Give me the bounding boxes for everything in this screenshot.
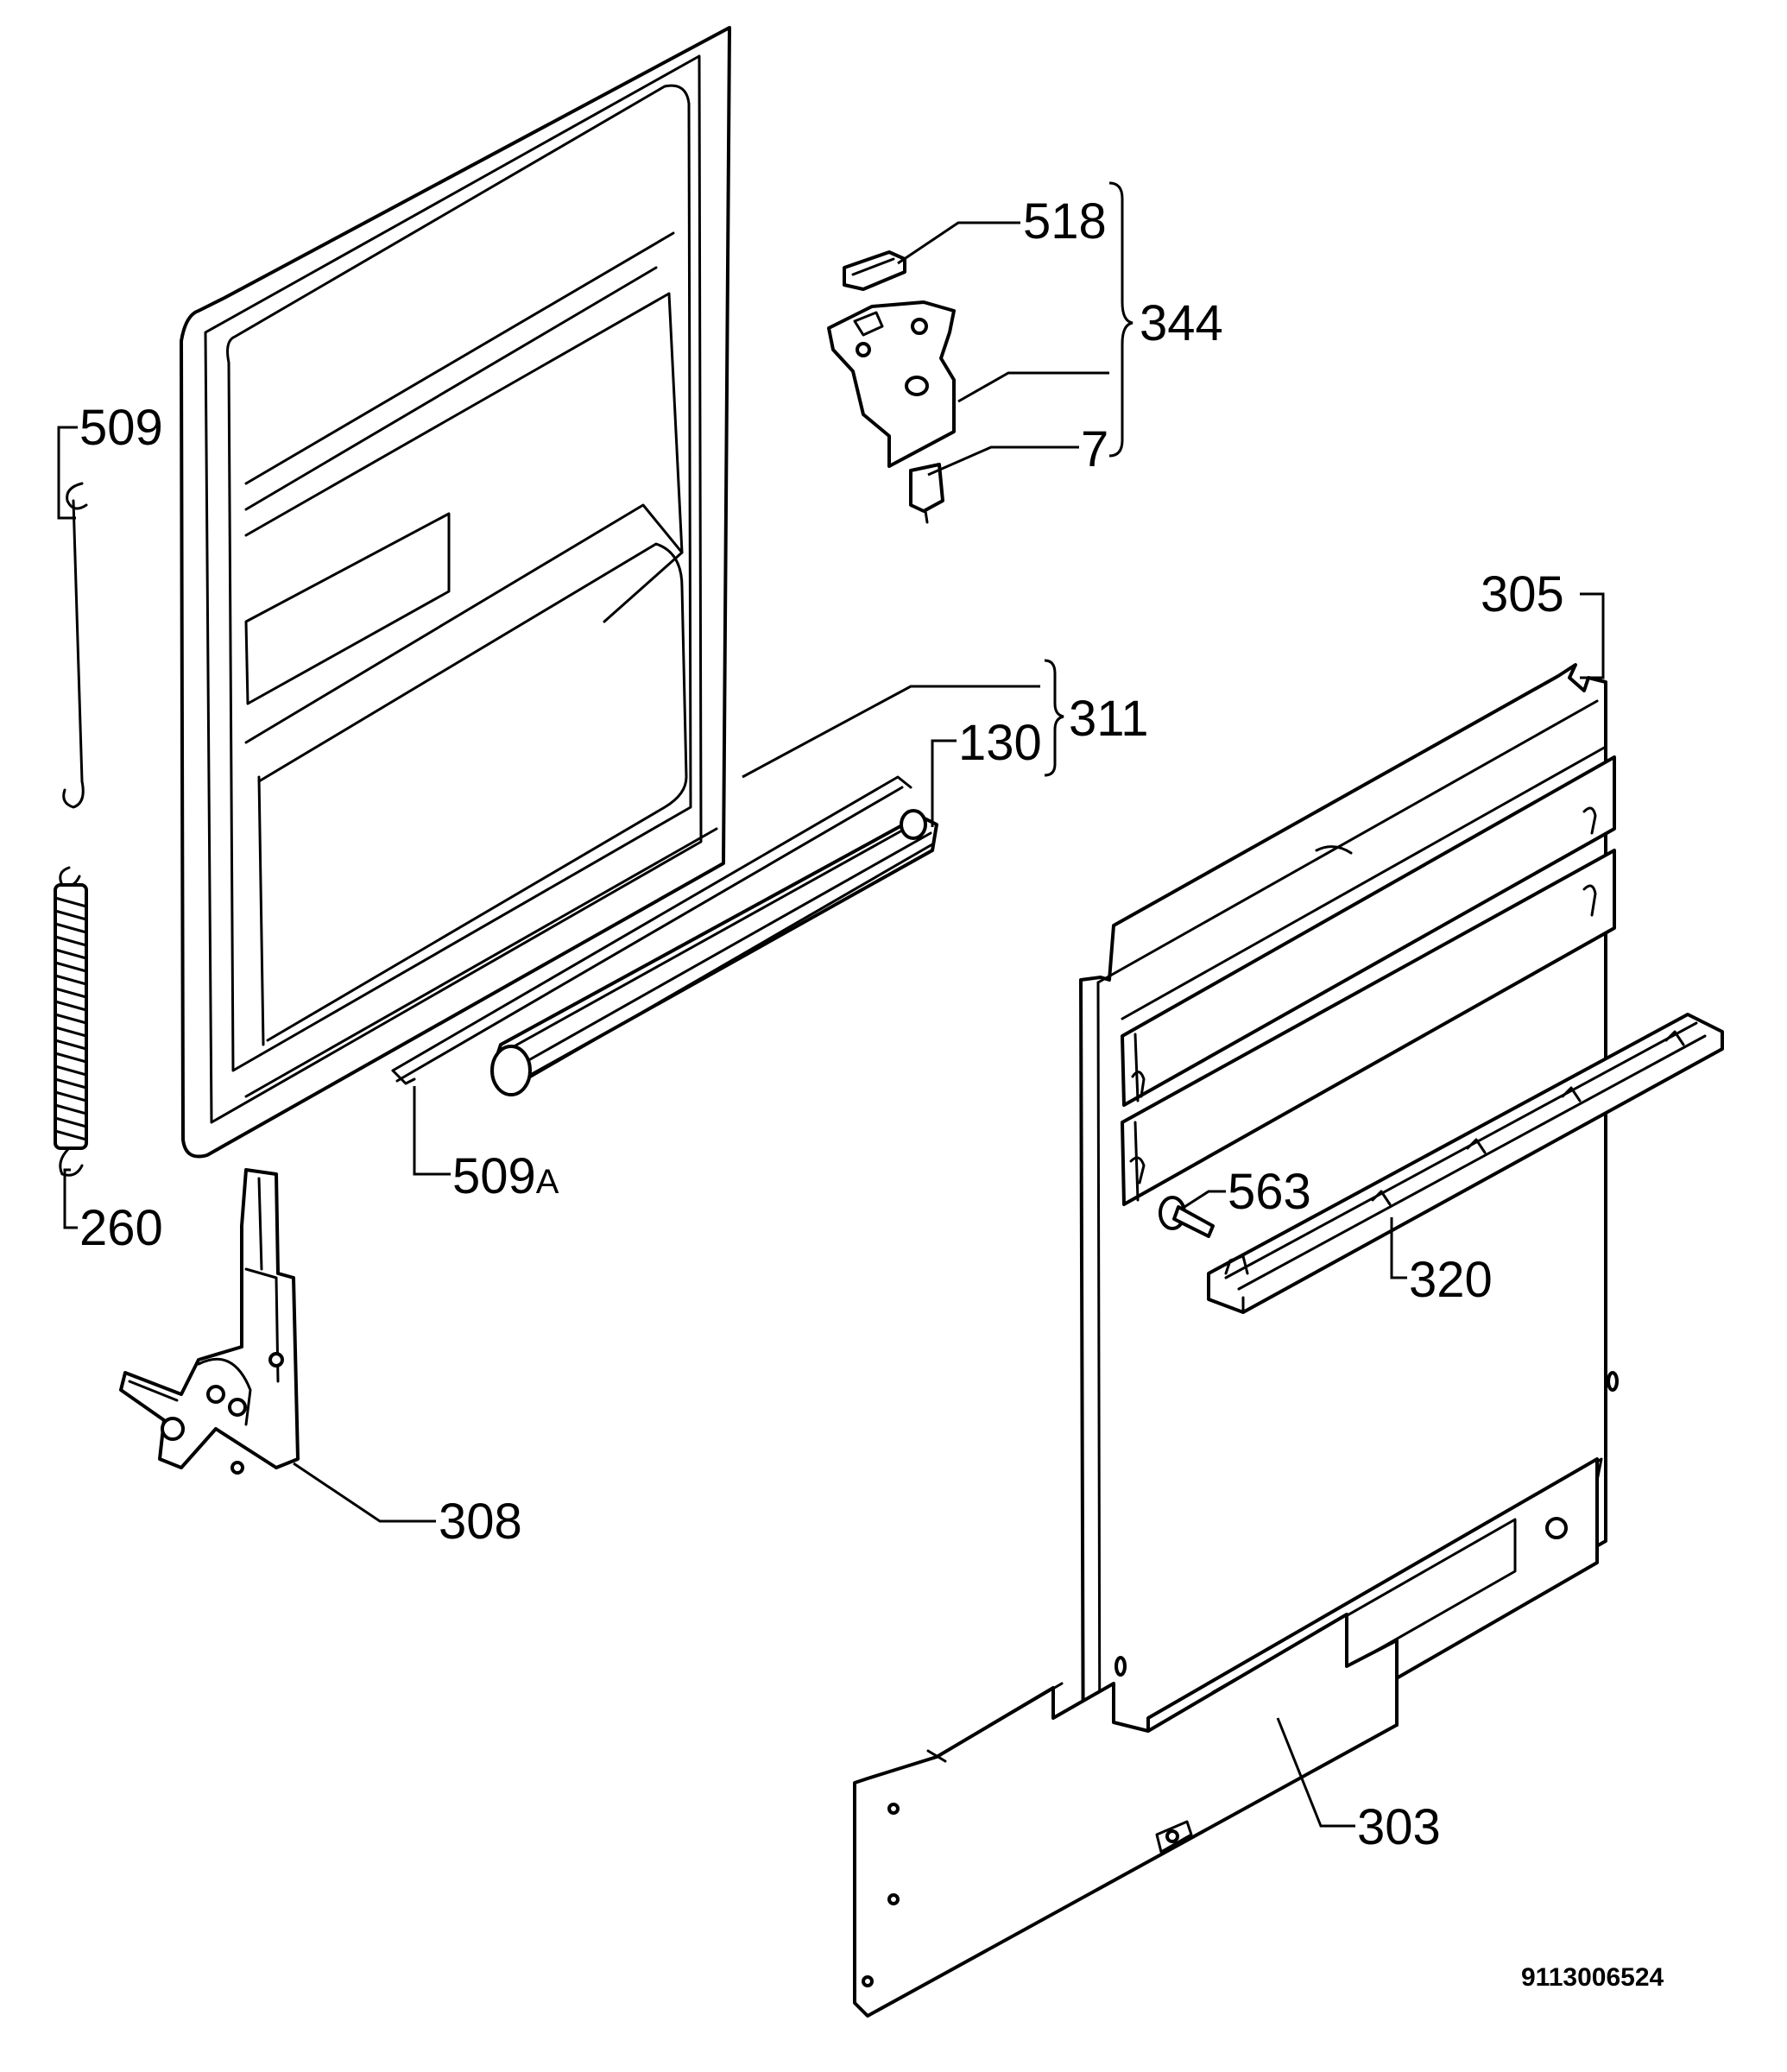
callout-509a: 509A [452,1148,559,1204]
door-handle [1207,1013,1724,1314]
callout-260: 260 [79,1200,163,1256]
leader-lines [57,181,1605,1828]
callout-308: 308 [439,1494,522,1550]
door-lock-assembly [827,250,956,524]
handle-screw [1159,1196,1215,1238]
door-seal [490,809,938,1096]
callout-130: 130 [958,715,1042,771]
drawing-code: 9113006524 [1521,1963,1664,1992]
callout-344: 344 [1140,295,1223,351]
callout-320: 320 [1409,1252,1493,1308]
callout-509: 509 [79,400,163,456]
bottom-plinth [853,1613,1399,2018]
tension-spring-260 [54,866,88,1177]
inner-door-panel [180,26,731,1159]
callout-labels: 518 344 7 509 305 311 130 509A 260 563 3… [79,193,1664,1992]
callout-563: 563 [1228,1164,1311,1220]
callout-311: 311 [1069,691,1148,747]
callout-518: 518 [1023,193,1107,250]
callout-305: 305 [1481,566,1564,622]
callout-7: 7 [1081,421,1108,477]
support-rod [391,775,912,1085]
hook-spring-509 [62,482,88,809]
callout-303: 303 [1357,1799,1441,1855]
door-hinge [119,1168,300,1475]
